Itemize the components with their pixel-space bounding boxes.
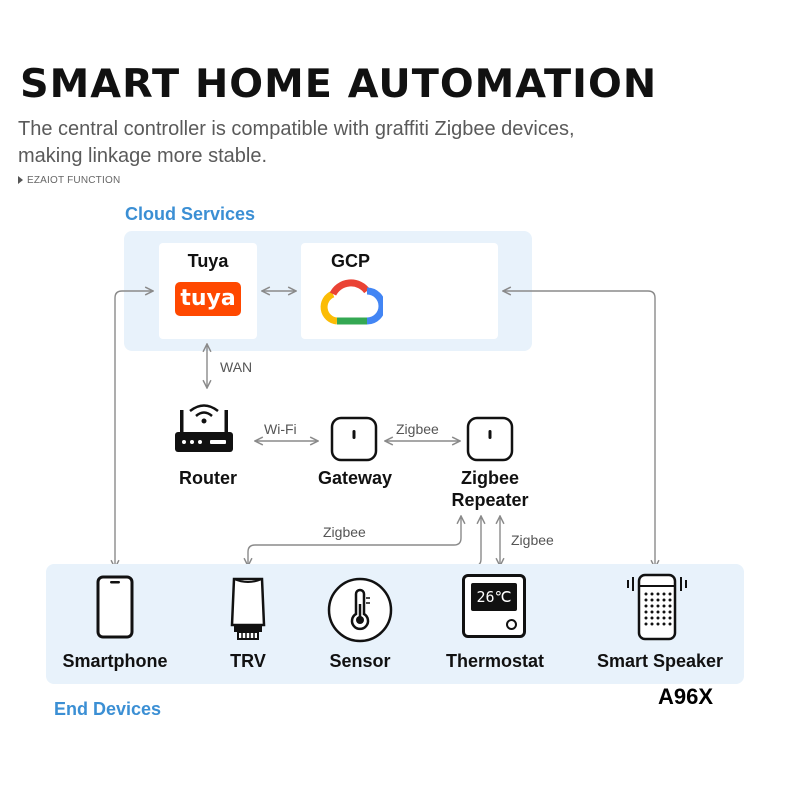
smartphone-icon — [96, 575, 134, 639]
function-tag: EZAIOT FUNCTION — [18, 175, 120, 186]
tuya-title: Tuya — [187, 251, 229, 271]
gcp-title: GCP — [331, 251, 371, 271]
zigbee-trv-label: Zigbee — [323, 524, 366, 540]
thermostat-display: 26℃ — [471, 583, 517, 611]
zigbee-thermostat-label: Zigbee — [511, 532, 554, 548]
subtitle-line-1: The central controller is compatible wit… — [18, 118, 575, 140]
sensor-icon — [327, 577, 393, 643]
wifi-label: Wi-Fi — [264, 421, 297, 437]
cloud-services-label: Cloud Services — [125, 204, 256, 224]
trv-label: TRV — [230, 651, 266, 671]
repeater-icon — [466, 416, 514, 462]
thermostat-icon: 26℃ — [462, 574, 526, 638]
trv-icon — [230, 577, 266, 640]
gateway-icon — [330, 416, 378, 462]
sensor-label: Sensor — [329, 651, 391, 671]
thermostat-label: Thermostat — [445, 651, 544, 671]
router-label: Router — [179, 468, 237, 488]
subtitle-line-2: making linkage more stable. — [18, 145, 268, 167]
watermark: A96X — [658, 684, 714, 709]
smart-speaker-icon — [627, 573, 687, 641]
zigbee-gateway-repeater-label: Zigbee — [396, 421, 439, 437]
tuya-logo: tuya — [175, 282, 241, 316]
gcp-card: GCP — [301, 243, 498, 339]
tuya-card: Tuya tuya — [159, 243, 257, 339]
thermostat-knob-icon — [506, 619, 517, 630]
gcp-speaker-link — [503, 291, 655, 568]
repeater-label-line-2: Repeater — [451, 490, 529, 510]
repeater-label: Zigbee Repeater — [430, 467, 550, 511]
end-devices-label: End Devices — [54, 699, 162, 719]
smart-speaker-label: Smart Speaker — [596, 651, 724, 671]
repeater-label-line-1: Zigbee — [460, 468, 519, 488]
gateway-label: Gateway — [317, 468, 393, 488]
google-cloud-icon — [320, 279, 383, 325]
function-tag-text: EZAIOT FUNCTION — [27, 175, 121, 186]
smartphone-label: Smartphone — [62, 651, 168, 671]
wan-label: WAN — [220, 359, 253, 375]
page-subtitle: The central controller is compatible wit… — [18, 116, 718, 170]
triangle-icon — [18, 176, 23, 184]
router-icon — [175, 404, 233, 452]
page-title: SMART HOME AUTOMATION — [20, 62, 658, 107]
smartphone-tuya-link — [115, 291, 153, 568]
